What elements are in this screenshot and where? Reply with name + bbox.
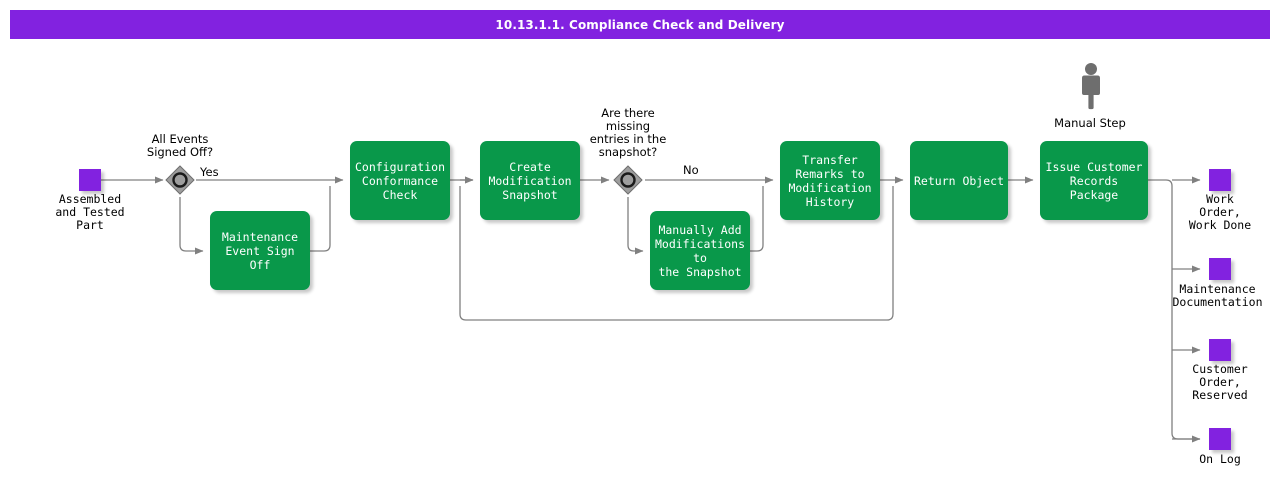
task-manually-add-modifications[interactable]: Manually Add Modifications to the Snapsh… [650, 211, 750, 290]
gateway-all-events-signed-off[interactable] [164, 164, 196, 196]
output-maintenance-documentation[interactable] [1209, 258, 1231, 280]
manual-step-marker [1077, 62, 1105, 114]
output-work-order-work-done-label: Work Order, Work Done [1188, 192, 1252, 232]
manual-step-label: Manual Step [1054, 116, 1126, 130]
edge-gateway1-no [179, 197, 204, 255]
task-create-modification-snapshot[interactable]: Create Modification Snapshot [480, 141, 580, 220]
page-title: 10.13.1.1. Compliance Check and Delivery [10, 10, 1270, 39]
person-icon [1082, 63, 1100, 110]
output-on-log-label: On Log [1199, 452, 1241, 466]
task-maintenance-event-sign-off[interactable]: Maintenance Event Sign Off [210, 211, 310, 290]
edge-gateway2-yes [627, 197, 644, 255]
start-data-object[interactable] [79, 169, 101, 191]
task-configuration-conformance-check[interactable]: Configuration Conformance Check [350, 141, 450, 220]
edge-signoff-join [310, 186, 331, 252]
output-customer-order-reserved-label: Customer Order, Reserved [1192, 362, 1248, 402]
edge-label-yes: Yes [200, 165, 219, 179]
task-issue-customer-records-package[interactable]: Issue Customer Records Package [1040, 141, 1148, 220]
edge-label-no: No [683, 163, 699, 177]
task-transfer-remarks[interactable]: Transfer Remarks to Modification History [780, 141, 880, 220]
gateway-all-events-signed-off-label: All Events Signed Off? [146, 132, 214, 159]
output-maintenance-documentation-label: Maintenance Documentation [1172, 282, 1263, 309]
task-return-object[interactable]: Return Object [910, 141, 1008, 220]
gateway-missing-entries[interactable] [612, 164, 644, 196]
output-on-log[interactable] [1209, 428, 1231, 450]
output-customer-order-reserved[interactable] [1209, 339, 1231, 361]
gateway-missing-entries-label: Are there missing entries in the snapsho… [589, 106, 667, 159]
edge-manualadd-join [750, 186, 764, 252]
start-data-object-label: Assembled and Tested Part [55, 192, 125, 232]
output-work-order-work-done[interactable] [1209, 169, 1231, 191]
